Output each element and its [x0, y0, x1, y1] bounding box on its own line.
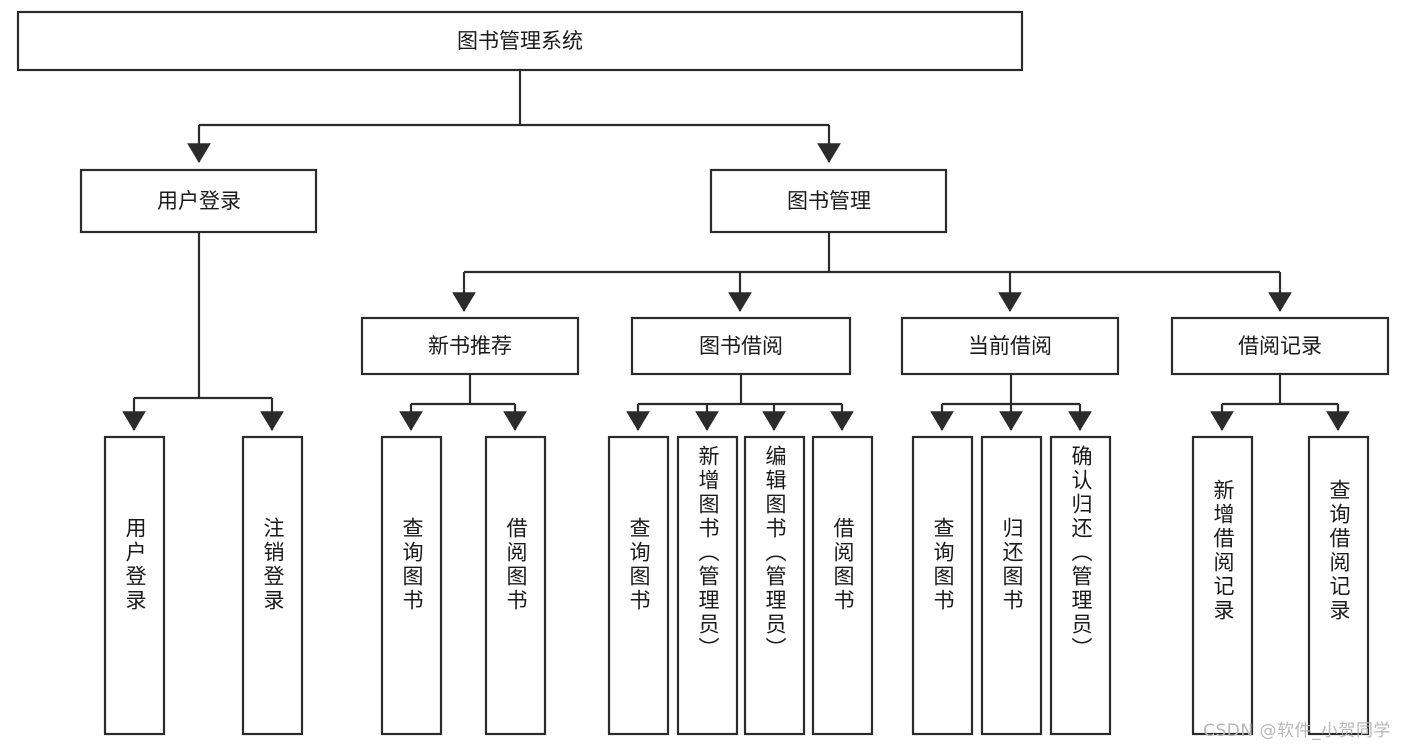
leaf-box-book-borrow-3[interactable]: [811, 435, 874, 736]
node-book-borrow-box[interactable]: [630, 316, 852, 376]
node-current-borrow-box[interactable]: [900, 316, 1120, 376]
node-user-login-label: 用户登录: [157, 189, 241, 213]
node-book-manage-box[interactable]: [709, 168, 948, 234]
leaf-box-new-book-0[interactable]: [380, 435, 443, 736]
leaf-box-borrow-record-0[interactable]: [1191, 435, 1254, 736]
node-new-book-recommend-box[interactable]: [360, 316, 580, 376]
node-root-label: 图书管理系统: [457, 29, 583, 53]
node-borrow-record[interactable]: 借阅记录: [1170, 316, 1390, 376]
connector-group-book-manage: [452, 232, 1292, 312]
node-book-borrow-label: 图书借阅: [699, 334, 783, 358]
leaf-box-current-borrow-1[interactable]: [980, 435, 1043, 736]
leaf-boxes-user-login: [103, 435, 304, 736]
node-current-borrow-label: 当前借阅: [968, 334, 1052, 358]
connector-group-new-book: [399, 374, 527, 431]
node-book-manage-label: 图书管理: [787, 189, 871, 213]
connector-group-current-borrow: [930, 374, 1092, 431]
leaf-box-current-borrow-2[interactable]: [1049, 435, 1112, 736]
node-root[interactable]: 图书管理系统: [16, 10, 1024, 72]
watermark-text: CSDN @软件_小贺同学: [1203, 721, 1391, 741]
leaf-boxes-book-borrow: [607, 435, 874, 736]
node-borrow-record-label: 借阅记录: [1238, 334, 1322, 358]
leaf-box-new-book-1[interactable]: [484, 435, 547, 736]
node-new-book-recommend-label: 新书推荐: [428, 334, 512, 358]
node-current-borrow[interactable]: 当前借阅: [900, 316, 1120, 376]
connector-group-borrow-record: [1210, 374, 1350, 431]
connector-group-user-login: [122, 232, 284, 431]
leaf-boxes-borrow-record: [1191, 435, 1370, 736]
node-root-box[interactable]: [16, 10, 1024, 72]
leaf-box-book-borrow-2[interactable]: [743, 435, 806, 736]
node-new-book-recommend[interactable]: 新书推荐: [360, 316, 580, 376]
leaf-box-user-login-0[interactable]: [103, 435, 166, 736]
node-user-login-box[interactable]: [79, 168, 318, 234]
node-user-login[interactable]: 用户登录: [79, 168, 318, 234]
leaf-box-user-login-1[interactable]: [241, 435, 304, 736]
connector-group-root: [187, 70, 841, 163]
leaf-boxes-current-borrow: [911, 435, 1112, 736]
leaf-box-book-borrow-1[interactable]: [676, 435, 739, 736]
node-book-borrow[interactable]: 图书借阅: [630, 316, 852, 376]
leaf-box-borrow-record-1[interactable]: [1307, 435, 1370, 736]
connector-group-book-borrow: [626, 374, 854, 431]
leaf-boxes-new-book-recommend: [380, 435, 547, 736]
leaf-box-current-borrow-0[interactable]: [911, 435, 974, 736]
node-book-manage[interactable]: 图书管理: [709, 168, 948, 234]
leaf-box-book-borrow-0[interactable]: [607, 435, 670, 736]
node-borrow-record-box[interactable]: [1170, 316, 1390, 376]
